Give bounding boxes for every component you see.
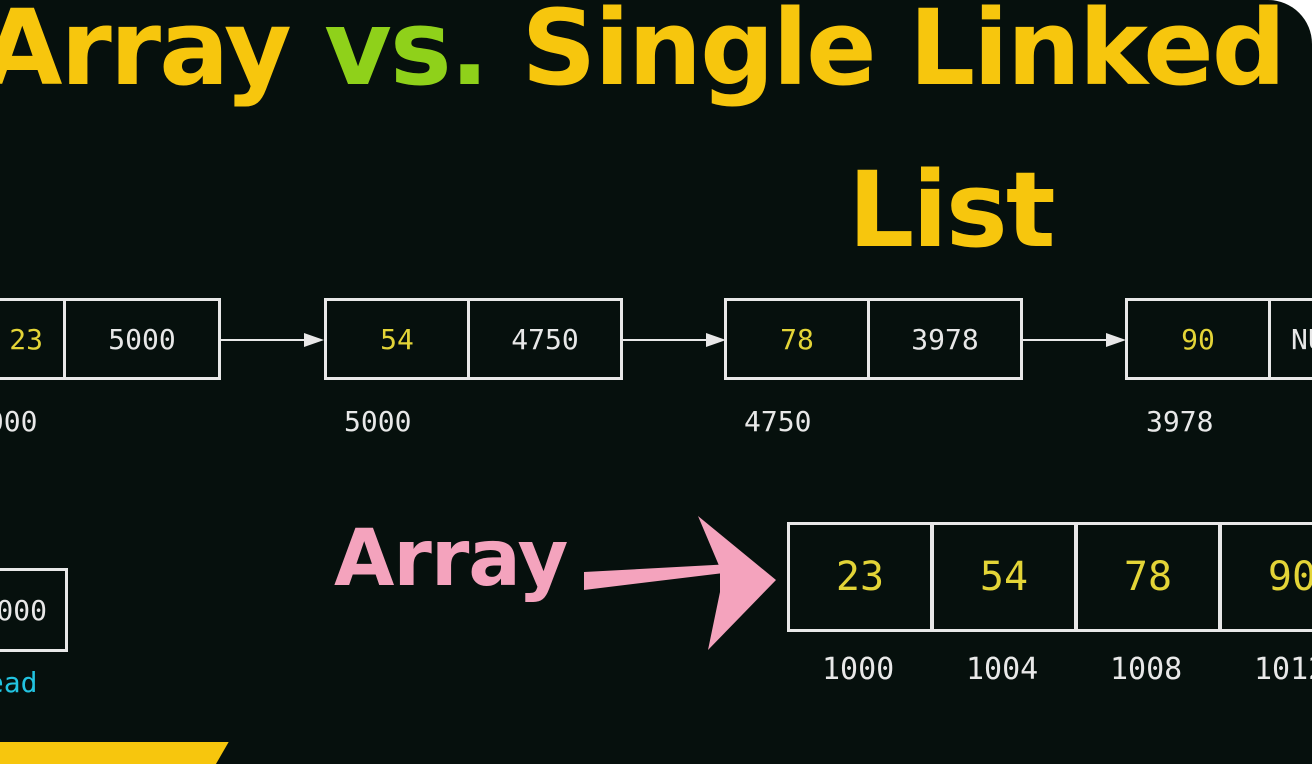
- node-2-value: 54: [324, 298, 470, 380]
- array-cell-3: 78: [1075, 522, 1221, 632]
- head-label: Head: [0, 666, 38, 699]
- array-cell-2: 54: [931, 522, 1077, 632]
- head-pointer-box: 1000: [0, 568, 68, 652]
- array-arrow-head: [698, 516, 776, 650]
- title-single-linked: Single Linked: [521, 0, 1286, 109]
- node-2-address: 5000: [344, 405, 412, 438]
- decorative-yellow-strip: [0, 742, 229, 764]
- arrow-1-line: [221, 339, 305, 341]
- array-cell-4: 90: [1219, 522, 1312, 632]
- title-line-2: List: [848, 149, 1056, 271]
- array-cell-3-address: 1008: [1110, 652, 1183, 687]
- title-line-1: Array vs. Single Linked: [0, 0, 1286, 100]
- array-pointer-arrow: [584, 516, 776, 650]
- array-label: Array: [334, 514, 568, 604]
- arrow-1-head: [304, 333, 324, 347]
- array-arrow-shaft: [584, 564, 732, 590]
- node-2-next-pointer: 4750: [467, 298, 623, 380]
- node-3-address: 4750: [744, 405, 812, 438]
- node-1-next-pointer: 5000: [63, 298, 221, 380]
- node-1-address: 1000: [0, 405, 38, 438]
- node-1-value: 23: [0, 298, 66, 380]
- arrow-2-line: [623, 339, 707, 341]
- node-3-next-pointer: 3978: [867, 298, 1023, 380]
- node-4-next-pointer: NULL: [1268, 298, 1312, 380]
- array-cell-4-address: 1012: [1254, 652, 1312, 687]
- array-cell-1: 23: [787, 522, 933, 632]
- title-array: Array: [0, 0, 292, 109]
- node-4-value: 90: [1125, 298, 1271, 380]
- node-3-value: 78: [724, 298, 870, 380]
- arrow-3-head: [1106, 333, 1126, 347]
- array-cell-2-address: 1004: [966, 652, 1039, 687]
- arrow-3-line: [1023, 339, 1107, 341]
- arrow-2-head: [706, 333, 726, 347]
- node-4-address: 3978: [1146, 405, 1214, 438]
- array-cell-1-address: 1000: [822, 652, 895, 687]
- title-vs: vs.: [324, 0, 489, 109]
